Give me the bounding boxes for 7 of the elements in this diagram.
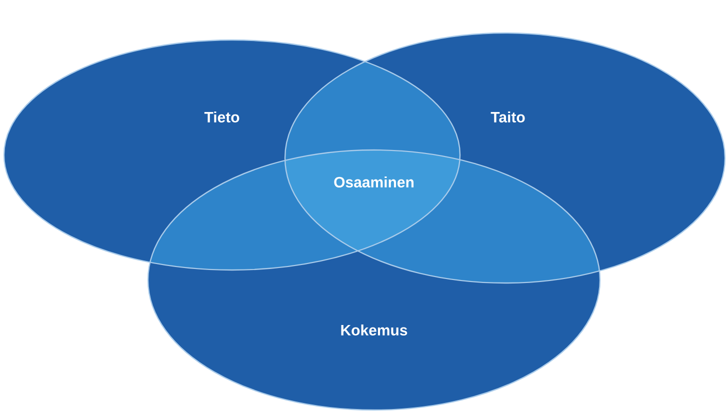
ellipse [284,32,726,284]
ellipse [147,149,601,411]
region-label: Osaaminen [334,176,414,188]
ellipse [3,39,461,271]
circle-label: Tieto [204,112,240,122]
circle-label: Kokemus [341,324,408,336]
circle-label: Taito [490,112,525,122]
